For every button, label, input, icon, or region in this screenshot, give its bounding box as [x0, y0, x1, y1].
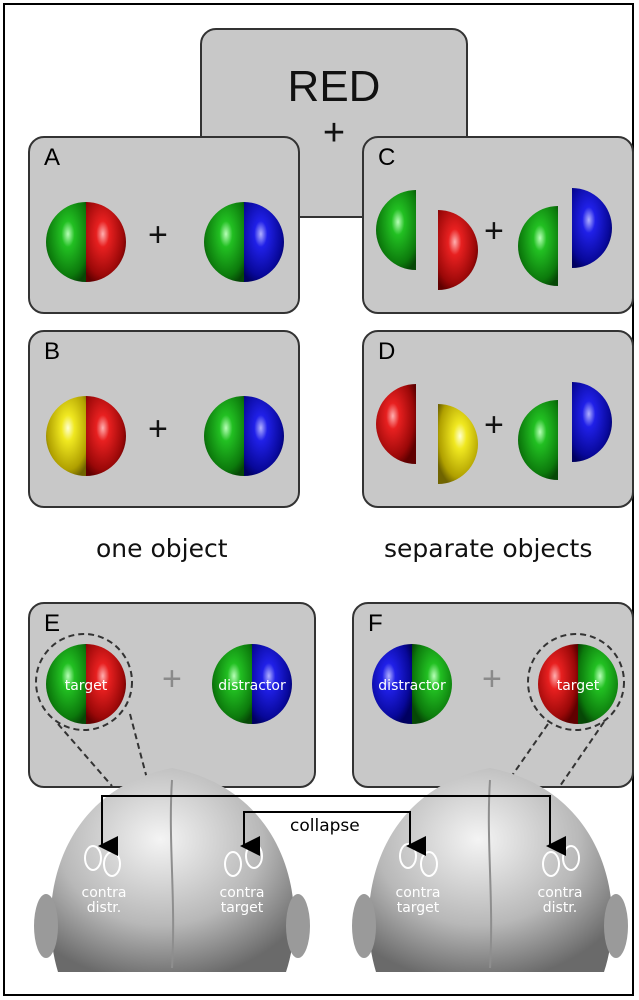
ball-green-blue [204, 202, 284, 282]
half-yellow-right [438, 404, 478, 484]
callout-right [501, 633, 625, 791]
collapse-label: collapse [286, 816, 364, 836]
panel-b: B + [28, 330, 300, 508]
half-green-left [518, 400, 558, 480]
fixation-cross: + [482, 660, 502, 698]
target-label: target [65, 678, 108, 694]
ball-target-green-red: target [46, 644, 126, 724]
ball-yellow-red [46, 396, 126, 476]
panel-c: C + [362, 136, 634, 314]
cue-word: RED [287, 62, 381, 111]
panel-label: F [368, 610, 383, 637]
caption-one-object: one object [96, 534, 228, 563]
half-green-left [376, 190, 416, 270]
lobe-label-right-target: contra target [395, 885, 441, 916]
panel-a: A + [28, 136, 300, 314]
ball-green-blue [204, 396, 284, 476]
collapse-arrows [98, 795, 566, 856]
ball-green-red [46, 202, 126, 282]
figure-frame [3, 3, 634, 996]
ball-distractor-blue-green: distractor [372, 644, 452, 724]
lobe-label-left-distr: contra distr. [81, 885, 127, 916]
panel-label: B [44, 338, 61, 365]
half-red-left [376, 384, 416, 464]
ball-target-red-green: target [538, 644, 618, 724]
distractor-label: distractor [378, 678, 446, 694]
panel-label: C [378, 144, 396, 171]
fixation-cross: + [148, 216, 168, 254]
head-left [34, 768, 310, 972]
ball-distractor-green-blue: distractor [212, 644, 292, 724]
panel-e: E target + distractor [28, 602, 316, 788]
panel-d: D + [362, 330, 634, 508]
head-right [352, 768, 628, 972]
panel-label: E [44, 610, 61, 637]
fixation-cross: + [484, 212, 504, 250]
target-label: target [557, 678, 600, 694]
panel-f: F distractor + target [352, 602, 634, 788]
lobe-label-left-target: contra target [219, 885, 265, 916]
half-blue-right [572, 188, 612, 268]
half-green-left [518, 206, 558, 286]
lobe-label-right-distr: contra distr. [537, 885, 583, 916]
callout-left [35, 633, 151, 791]
distractor-label: distractor [218, 678, 286, 694]
half-red-right [438, 210, 478, 290]
fixation-cross: + [162, 660, 182, 698]
half-blue-right [572, 382, 612, 462]
panel-label: D [378, 338, 396, 365]
fixation-cross: + [148, 410, 168, 448]
caption-separate-objects: separate objects [384, 534, 593, 563]
fixation-cross: + [484, 406, 504, 444]
panel-label: A [44, 144, 61, 171]
fixation-cross: + [322, 112, 346, 154]
